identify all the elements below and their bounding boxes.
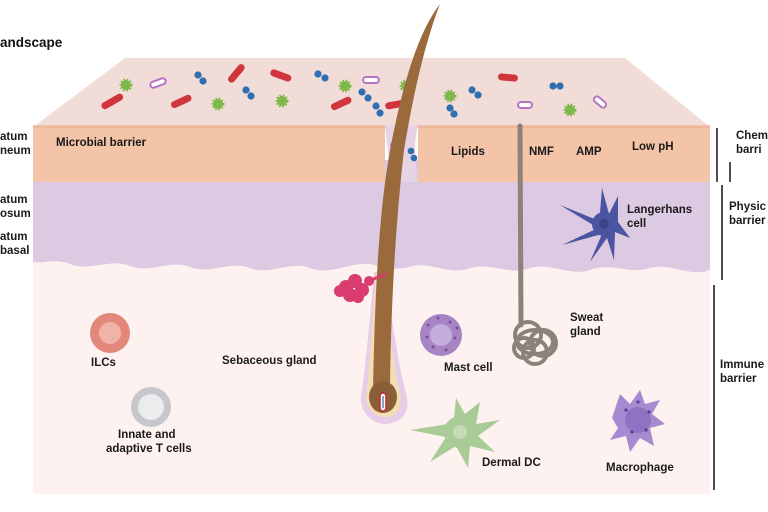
label-ilcs: ILCs <box>91 357 116 369</box>
label-physical-barrier-2: barrier <box>729 215 766 227</box>
label-physical-barrier-1: Physic <box>729 201 767 213</box>
capsule-bacterium <box>362 76 380 84</box>
label-nmf: NMF <box>529 146 554 158</box>
layer-label-corneum-1: atum <box>0 131 27 143</box>
hair-follicle <box>360 4 440 425</box>
label-langerhans-1: Langerhans <box>627 204 692 216</box>
hair-shaft <box>373 4 440 388</box>
spiky-microbe <box>211 97 225 111</box>
label-immune-barrier-1: Immune <box>720 359 764 371</box>
rod-bacterium <box>228 64 245 83</box>
surface-microbes <box>101 64 608 162</box>
spiky-microbe <box>338 79 352 93</box>
ilc-cell <box>90 313 130 353</box>
layer-label-spinosum-2: osum <box>0 208 31 220</box>
label-sweat-gland-1: Sweat <box>570 312 603 324</box>
stratum-spinosum-layer <box>33 160 710 273</box>
dermal-dc-cell <box>410 398 500 468</box>
layer-label-spinosum-1: atum <box>0 194 27 206</box>
macrophage-cell <box>610 390 665 452</box>
capsule-bacterium <box>149 77 167 89</box>
coccus-pair <box>194 70 564 162</box>
langerhans-cell <box>560 188 630 262</box>
label-lipids: Lipids <box>451 146 485 158</box>
rod-bacterium <box>497 73 518 82</box>
barrier-brackets <box>713 128 731 490</box>
mast-cell <box>420 314 462 356</box>
spiky-microbe <box>443 89 457 103</box>
rod-bacterium <box>101 93 124 110</box>
label-macrophage: Macrophage <box>606 462 674 474</box>
label-dermal-dc: Dermal DC <box>482 457 541 469</box>
label-low-ph: Low pH <box>632 141 674 153</box>
layer-label-basal-2: basal <box>0 245 29 257</box>
rod-bacterium <box>270 69 292 82</box>
label-chemical-barrier-2: barri <box>736 144 762 156</box>
label-chemical-barrier-1: Chem <box>736 130 768 142</box>
figure-title: andscape <box>0 35 63 50</box>
label-t-cells-1: Innate and <box>118 429 176 441</box>
capsule-bacterium <box>517 101 533 109</box>
rod-bacterium <box>330 96 352 111</box>
sebaceous-gland <box>334 272 387 303</box>
spiky-microbe <box>563 103 577 117</box>
stratum-corneum-right <box>418 125 710 182</box>
label-langerhans-2: cell <box>627 218 646 230</box>
rod-bacterium <box>170 94 192 109</box>
label-sebaceous-gland: Sebaceous gland <box>222 355 317 367</box>
label-t-cells-2: adaptive T cells <box>106 443 192 455</box>
skin-surface <box>33 58 710 127</box>
label-immune-barrier-2: barrier <box>720 373 757 385</box>
spiky-microbe <box>275 94 289 108</box>
t-cell <box>131 387 171 427</box>
layer-label-corneum-2: neum <box>0 145 31 157</box>
capsule-bacterium <box>592 95 608 109</box>
stratum-corneum-left <box>33 125 385 182</box>
layer-label-basal-1: atum <box>0 231 27 243</box>
label-sweat-gland-2: gland <box>570 326 601 338</box>
sweat-gland <box>512 123 558 366</box>
spiky-microbe <box>119 78 133 92</box>
label-microbial-barrier: Microbial barrier <box>56 137 147 149</box>
label-amp: AMP <box>576 146 602 158</box>
label-mast-cell: Mast cell <box>444 362 493 374</box>
